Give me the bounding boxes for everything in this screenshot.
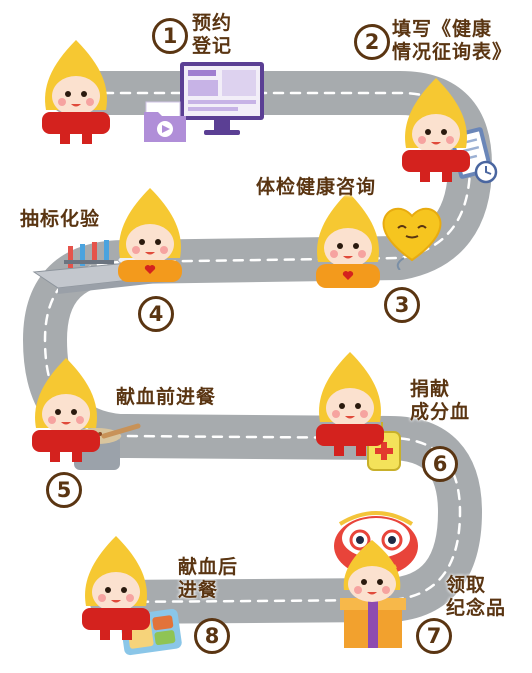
mascot-1 [42,40,110,144]
step-1-label-line-2: 登记 [192,35,233,57]
step-6-label: 捐献 成分血 [410,378,470,424]
step-4-label-line-1: 抽标化验 [20,208,101,230]
step-7-label-line-1: 领取 [446,574,487,596]
step-3-label: 体检健康咨询 [256,176,376,199]
step-8-label: 献血后 进餐 [178,556,238,602]
mascot-3 [316,192,380,296]
step-6-label-line-2: 成分血 [410,401,471,423]
step-1-label: 预约 登记 [192,12,232,58]
step-6-label-line-1: 捐献 [410,378,451,400]
step-8-label-line-2: 进餐 [178,579,219,601]
step-8-number: 8 [194,618,230,654]
step-5-number: 5 [46,472,82,508]
step-1-label-line-1: 预约 [192,12,233,34]
video-folder-icon [144,101,186,142]
step-7-label-line-2: 纪念品 [446,597,507,619]
mascot-2 [402,78,470,182]
step-1-number: 1 [152,18,188,54]
mascot-5 [32,358,100,462]
step-4-label: 抽标化验 [20,208,100,231]
step-4-number: 4 [138,296,174,332]
computer-screen-icon [180,62,264,135]
step-2-label: 填写《健康 情况征询表》 [392,18,512,64]
step-3-number: 3 [384,287,420,323]
step-7-label: 领取 纪念品 [446,574,506,620]
step-3-label-line-1: 体检健康咨询 [256,176,377,198]
step-6-number: 6 [422,446,458,482]
step-5-label-line-1: 献血前进餐 [116,386,217,408]
step-2-label-line-2: 情况征询表》 [392,41,513,63]
step-8-label-line-1: 献血后 [178,556,239,578]
gift-box-icon [340,588,406,648]
step-2-number: 2 [354,24,390,60]
step-5-label: 献血前进餐 [116,386,216,409]
mascot-8 [82,536,150,640]
step-2-label-line-1: 填写《健康 [392,18,493,40]
heart-icon [382,207,442,270]
mascot-4 [118,188,182,282]
mascot-6 [316,352,384,456]
step-7-number: 7 [416,618,452,654]
mascot-7 [343,540,401,602]
